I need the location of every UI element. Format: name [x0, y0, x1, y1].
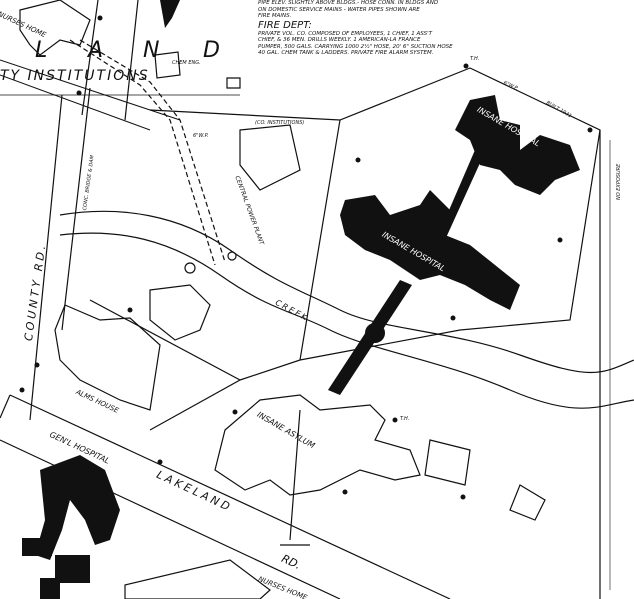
hydrant-label: T.H. — [400, 416, 410, 422]
map-notes: PIPE ELEV. SLIGHTLY ABOVE BLDGS.- HOSE C… — [258, 0, 458, 57]
note-line: PRIVATE VOL. CO. COMPOSED OF EMPLOYEES, … — [258, 30, 432, 37]
no-exposure-label: NO EXPOSURE — [616, 163, 622, 200]
nurses-home-outline — [19, 0, 91, 56]
connecting-corridor — [437, 150, 485, 240]
area-letter: A — [88, 38, 104, 63]
area-letter: D — [203, 38, 220, 63]
chem-eng-label: CHEM ENG. — [172, 60, 201, 66]
genl-hospital — [35, 455, 120, 560]
fire-dept-heading: FIRE DEPT: — [258, 19, 312, 31]
main-label: 6"W.P. — [193, 133, 209, 139]
asylum-outline — [214, 394, 421, 496]
institutions-label: TY INSTITUTIONS — [0, 68, 150, 84]
insane-hospital-mid — [340, 190, 520, 310]
hydrant-label: T.H. — [470, 56, 480, 62]
note-line: PIPE ELEV. SLIGHTLY ABOVE BLDGS.- HOSE C… — [258, 0, 439, 6]
note-line: 40 GAL. CHEM TANK & LADDERS. PRIVATE FIR… — [258, 50, 434, 56]
area-letter: N — [143, 38, 160, 63]
note-line: CHIEF, & 36 MEN. DRILLS WEEKLY. 1 AMERIC… — [258, 37, 421, 43]
hydrant-markers — [19, 15, 593, 500]
note-line: ON DOMESTIC SERVICE MAINS - WATER PIPES … — [258, 6, 420, 13]
note-line: FIRE MAINS. — [258, 13, 292, 19]
county-road-edge — [61, 87, 91, 331]
creek-bank — [59, 210, 634, 374]
insane-hospital-top — [455, 95, 580, 195]
lakeland-road-edge — [9, 394, 451, 599]
institutions-note: (CO. INSTITUTIONS) — [255, 120, 305, 126]
creek-bank — [59, 232, 634, 409]
area-letter: L — [35, 38, 48, 63]
alms-house-outline — [54, 304, 161, 411]
note-line: PUMPER, 500 GALS. CARRYING 1000 2½" HOSE… — [258, 43, 453, 50]
